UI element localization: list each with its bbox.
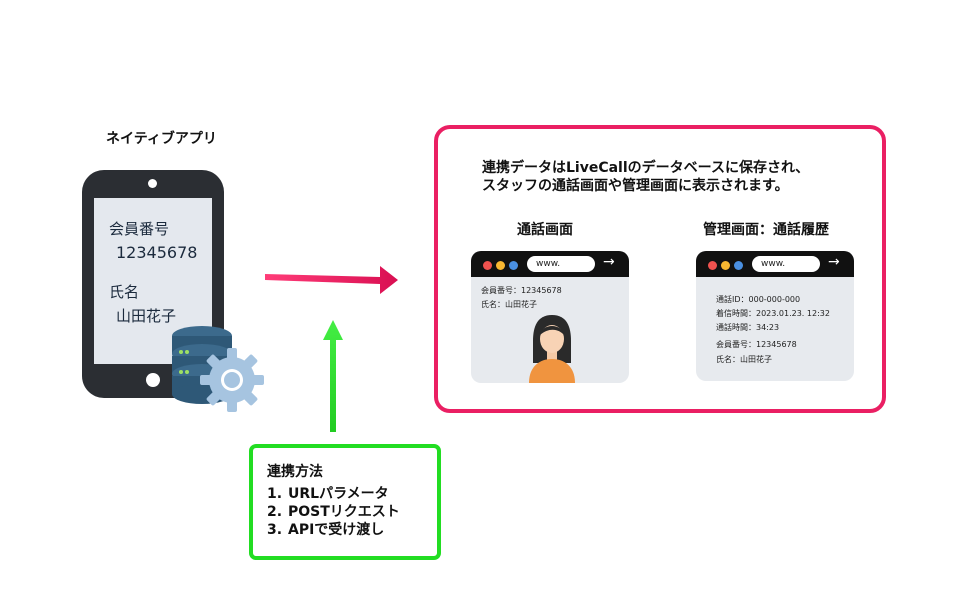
admin-name: 氏名：山田花子 [716,355,772,364]
admin-member-number: 会員番号：12345678 [716,340,797,349]
livecall-box [434,125,886,413]
phone-home-button [146,373,160,387]
browser-dot-blue [734,261,743,270]
call-member-number: 会員番号：12345678 [481,286,562,295]
method-item-label: URLパラメータ [288,486,389,502]
livecall-description-line2: スタッフの通話画面や管理画面に表示されます。 [482,178,789,194]
arrow-right-icon: → [603,254,615,270]
method-item-api: 3. APIで受け渡し [267,519,384,539]
call-screen-title: 通話画面 [517,222,573,238]
integration-method-box [249,444,441,560]
admin-screen-title: 管理画面：通話履歴 [703,222,829,238]
method-item-number: 3. [267,522,283,538]
method-item-label: APIで受け渡し [288,522,385,538]
browser-dot-yellow [721,261,730,270]
admin-call-duration: 通話時間：34:23 [716,323,780,332]
green-arrow [323,320,343,432]
method-item-number: 2. [267,504,283,520]
browser-bar: www. → [471,251,629,277]
browser-dot-blue [509,261,518,270]
browser-dot-yellow [496,261,505,270]
method-item-post: 2. POSTリクエスト [267,501,400,521]
app-title: ネイティブアプリ [106,131,217,147]
member-number-label: 会員番号 [109,220,170,238]
woman-avatar-icon [529,315,575,383]
browser-bar: www. → [696,251,854,277]
url-bar: www. [752,256,820,272]
method-item-number: 1. [267,486,283,502]
member-number-value: 12345678 [116,243,198,262]
arrow-right-icon: → [828,254,840,270]
admin-call-id: 通話ID：000-000-000 [716,295,801,304]
method-title: 連携方法 [267,464,323,480]
admin-screen-card: www. → 通話ID：000-000-000 着信時間：2023.01.23.… [696,251,854,381]
call-name: 氏名：山田花子 [481,300,537,309]
phone-camera [148,179,157,188]
livecall-description-line1: 連携データはLiveCallのデータベースに保存され、 [482,160,810,176]
call-screen-card: www. → 会員番号：12345678 氏名：山田花子 [471,251,629,383]
name-value: 山田花子 [116,307,177,325]
method-item-url: 1. URLパラメータ [267,483,389,503]
database-gear-icon [172,326,264,412]
method-item-label: POSTリクエスト [288,504,400,520]
admin-received-time: 着信時間：2023.01.23. 12:32 [716,309,830,318]
pink-arrow [265,266,398,294]
name-label: 氏名 [109,283,140,301]
browser-dot-red [483,261,492,270]
browser-dot-red [708,261,717,270]
url-bar: www. [527,256,595,272]
